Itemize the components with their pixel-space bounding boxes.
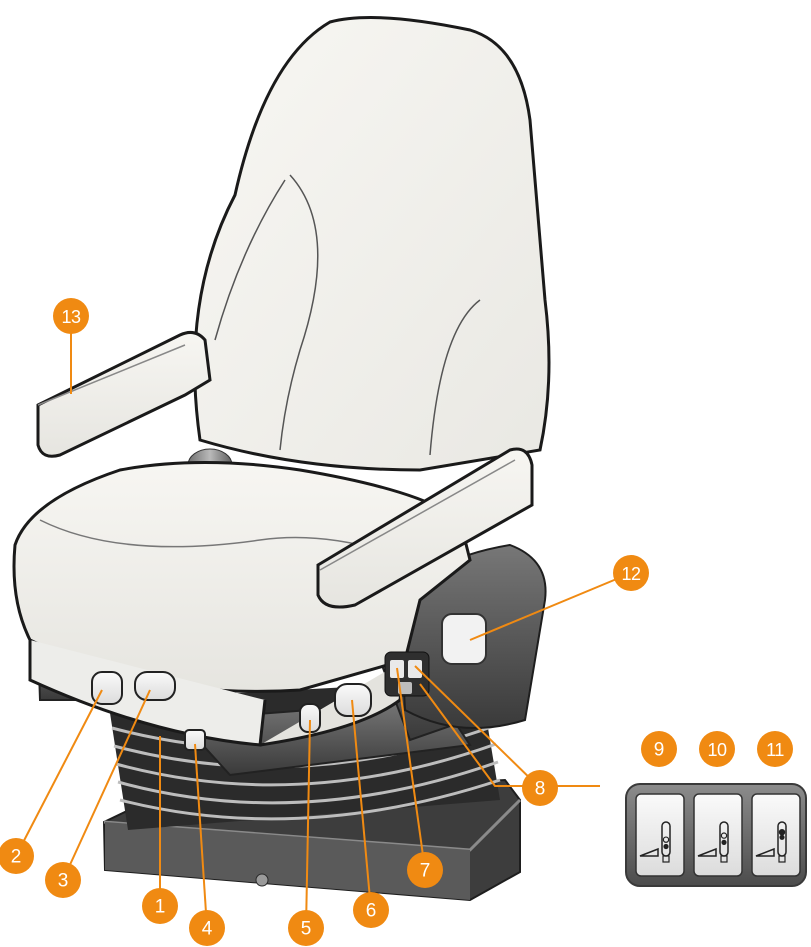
panel-button-10[interactable] xyxy=(693,793,743,877)
callout-number-12: 12 xyxy=(621,564,641,584)
callout-badge-8: 8 xyxy=(522,770,558,806)
callout-circle-12 xyxy=(613,555,649,591)
switch-panel xyxy=(625,783,807,887)
callout-number-2: 2 xyxy=(11,847,22,868)
seat-lumbar-low-icon xyxy=(639,821,671,863)
callout-badge-10: 10 xyxy=(699,731,735,767)
callout-badge-6: 6 xyxy=(353,892,389,928)
panel-button-9[interactable] xyxy=(635,793,685,877)
leader-line-7 xyxy=(396,667,426,871)
leader-line-5 xyxy=(305,719,311,929)
callout-number-6: 6 xyxy=(366,901,377,922)
callout-circle-2 xyxy=(0,838,34,874)
callout-circle-9 xyxy=(641,731,677,767)
callout-circle-6 xyxy=(353,892,389,928)
armrest-right xyxy=(316,447,534,609)
callout-circle-11 xyxy=(757,731,793,767)
callout-badge-13: 13 xyxy=(53,298,89,334)
callout-number-4: 4 xyxy=(202,919,213,940)
callout-number-9: 9 xyxy=(654,740,665,761)
callout-number-7: 7 xyxy=(420,861,431,882)
callout-number-10: 10 xyxy=(707,740,727,760)
front-controls xyxy=(91,651,430,751)
leader-line-2 xyxy=(15,689,103,857)
callout-number-11: 11 xyxy=(766,740,784,760)
leader-line-3 xyxy=(62,689,151,881)
leader-line-4 xyxy=(194,743,208,929)
callout-circle-13 xyxy=(53,298,89,334)
callout-badge-3: 3 xyxy=(45,862,81,898)
callout-number-3: 3 xyxy=(58,871,69,892)
backrest xyxy=(193,16,551,472)
callout-circle-7 xyxy=(407,852,443,888)
seat-lumbar-mid-icon xyxy=(697,821,729,863)
front-knob-center xyxy=(134,671,176,701)
leader-line-6 xyxy=(351,699,372,911)
callout-circle-5 xyxy=(288,910,324,946)
panel-button-11[interactable] xyxy=(751,793,801,877)
armrest-left xyxy=(36,330,212,458)
leader-line-12 xyxy=(469,572,632,641)
callout-circle-8 xyxy=(522,770,558,806)
callout-number-13: 13 xyxy=(61,307,81,327)
callout-number-5: 5 xyxy=(301,919,312,940)
leader-line-switch-panel xyxy=(419,683,600,787)
callout-badge-2: 2 xyxy=(0,838,34,874)
callout-badge-5: 5 xyxy=(288,910,324,946)
leader-lines xyxy=(15,316,632,929)
callout-number-1: 1 xyxy=(155,897,166,918)
leader-line-8 xyxy=(414,665,541,789)
seat-illustration xyxy=(12,16,551,902)
seat-lumbar-high-icon xyxy=(755,821,787,863)
callout-badge-7: 7 xyxy=(407,852,443,888)
callout-circle-10 xyxy=(699,731,735,767)
callout-circle-4 xyxy=(189,910,225,946)
callout-badge-11: 11 xyxy=(757,731,793,767)
callout-badge-4: 4 xyxy=(189,910,225,946)
callout-number-8: 8 xyxy=(535,779,546,800)
callout-circle-1 xyxy=(142,888,178,924)
callout-badge-9: 9 xyxy=(641,731,677,767)
callout-badge-12: 12 xyxy=(613,555,649,591)
callout-badge-1: 1 xyxy=(142,888,178,924)
side-shield-knob xyxy=(441,613,487,665)
callout-circle-3 xyxy=(45,862,81,898)
